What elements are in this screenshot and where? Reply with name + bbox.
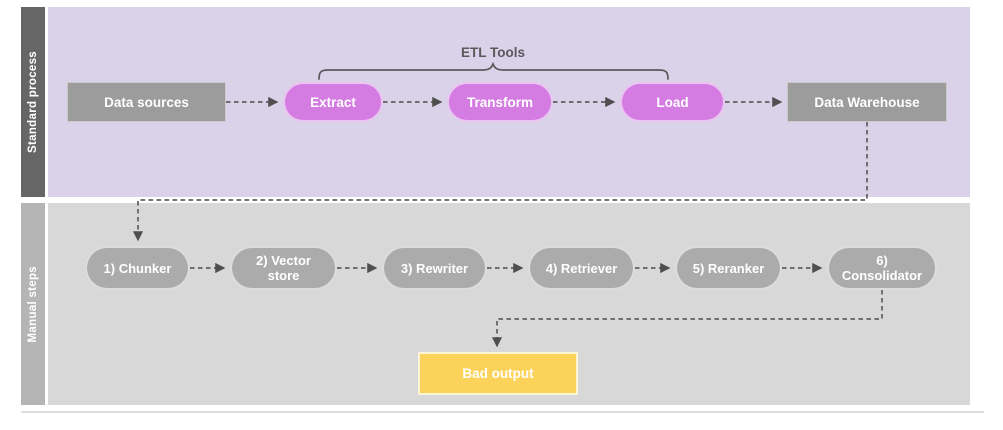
- node-rewriter-label: 3) Rewriter: [400, 260, 469, 276]
- node-data-warehouse: Data Warehouse: [787, 82, 947, 122]
- node-data-sources-label: Data sources: [104, 94, 189, 110]
- node-bad-output: Bad output: [418, 352, 578, 395]
- node-extract: Extract: [283, 82, 383, 122]
- node-transform-label: Transform: [466, 94, 534, 110]
- node-reranker: 5) Reranker: [675, 246, 782, 290]
- node-vector-store: 2) Vector store: [230, 246, 337, 290]
- node-transform: Transform: [447, 82, 553, 122]
- node-consolidator-label: 6) Consolidator: [841, 253, 923, 283]
- node-data-warehouse-label: Data Warehouse: [814, 94, 920, 110]
- node-load-label: Load: [656, 94, 689, 110]
- node-reranker-label: 5) Reranker: [692, 260, 765, 276]
- node-data-sources: Data sources: [67, 82, 226, 122]
- node-retriever-label: 4) Retriever: [545, 260, 618, 276]
- node-vector-store-label: 2) Vector store: [256, 253, 311, 283]
- node-rewriter: 3) Rewriter: [382, 246, 487, 290]
- manual-steps-sidebar: Manual steps: [21, 203, 45, 405]
- node-consolidator: 6) Consolidator: [827, 246, 937, 290]
- node-extract-label: Extract: [310, 94, 356, 110]
- node-chunker-label: 1) Chunker: [103, 260, 172, 276]
- manual-steps-label: Manual steps: [27, 265, 39, 343]
- standard-process-label: Standard process: [27, 51, 39, 153]
- standard-process-sidebar: Standard process: [21, 7, 45, 197]
- node-load: Load: [620, 82, 725, 122]
- bottom-divider-line: [21, 411, 984, 413]
- node-bad-output-label: Bad output: [462, 366, 534, 381]
- node-retriever: 4) Retriever: [528, 246, 635, 290]
- etl-tools-annotation: ETL Tools: [461, 45, 525, 60]
- node-chunker: 1) Chunker: [85, 246, 190, 290]
